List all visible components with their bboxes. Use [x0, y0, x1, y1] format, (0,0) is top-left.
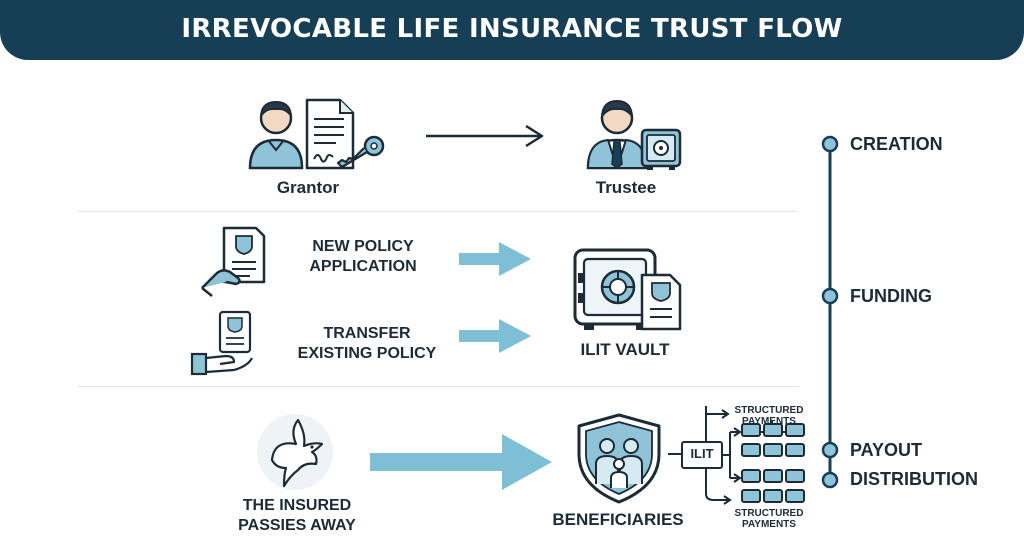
vault-label: ILIT VAULT: [580, 340, 670, 359]
key-icon: [336, 135, 385, 169]
timeline: [821, 135, 839, 489]
dove-icon: [257, 414, 333, 490]
hand-document-icon: [201, 226, 266, 297]
timeline-label-payout: PAYOUT: [850, 440, 923, 460]
grantor-label: Grantor: [276, 178, 340, 197]
insured-label: THE INSURED PASSIES AWAY: [238, 497, 356, 534]
vault-icon: [573, 248, 682, 331]
beneficiaries-label: BENEFICIARIES: [552, 510, 684, 529]
timeline-label-funding: FUNDING: [850, 286, 932, 306]
timeline-label-creation: CREATION: [850, 134, 943, 154]
creation-arrow: [426, 124, 544, 148]
timeline-label-distribution: DISTRIBUTION: [850, 469, 978, 489]
timeline-node-creation: [821, 135, 839, 153]
new-policy-label: NEW POLICY APPLICATION: [309, 238, 417, 275]
transfer-policy-arrow: [459, 319, 531, 353]
document-icon: [305, 98, 355, 170]
page-title: IRREVOCABLE LIFE INSURANCE TRUST FLOW: [181, 14, 843, 44]
timeline-node-funding: [821, 287, 839, 305]
timeline-node-payout: [821, 441, 839, 459]
structured-payments-bottom: STRUCTURED PAYMENTS: [734, 508, 804, 530]
payment-blocks-icon: [668, 406, 805, 505]
title-banner: IRREVOCABLE LIFE INSURANCE TRUST FLOW: [0, 0, 1024, 60]
new-policy-arrow: [459, 242, 531, 276]
payout-arrow: [370, 434, 552, 490]
section-divider-funding: [78, 386, 798, 387]
hand-scroll-icon: [190, 310, 253, 376]
shield-family-icon: [577, 413, 661, 504]
person-icon: [248, 100, 304, 170]
structured-payments-top: STRUCTURED PAYMENTS: [734, 405, 804, 427]
trustee-label: Trustee: [595, 178, 657, 197]
timeline-node-distribution: [821, 471, 839, 489]
transfer-policy-label: TRANSFER EXISTING POLICY: [297, 325, 437, 362]
section-divider-creation: [78, 211, 798, 212]
safe-icon: [640, 128, 682, 170]
ilit-box-label: ILIT: [690, 446, 714, 461]
